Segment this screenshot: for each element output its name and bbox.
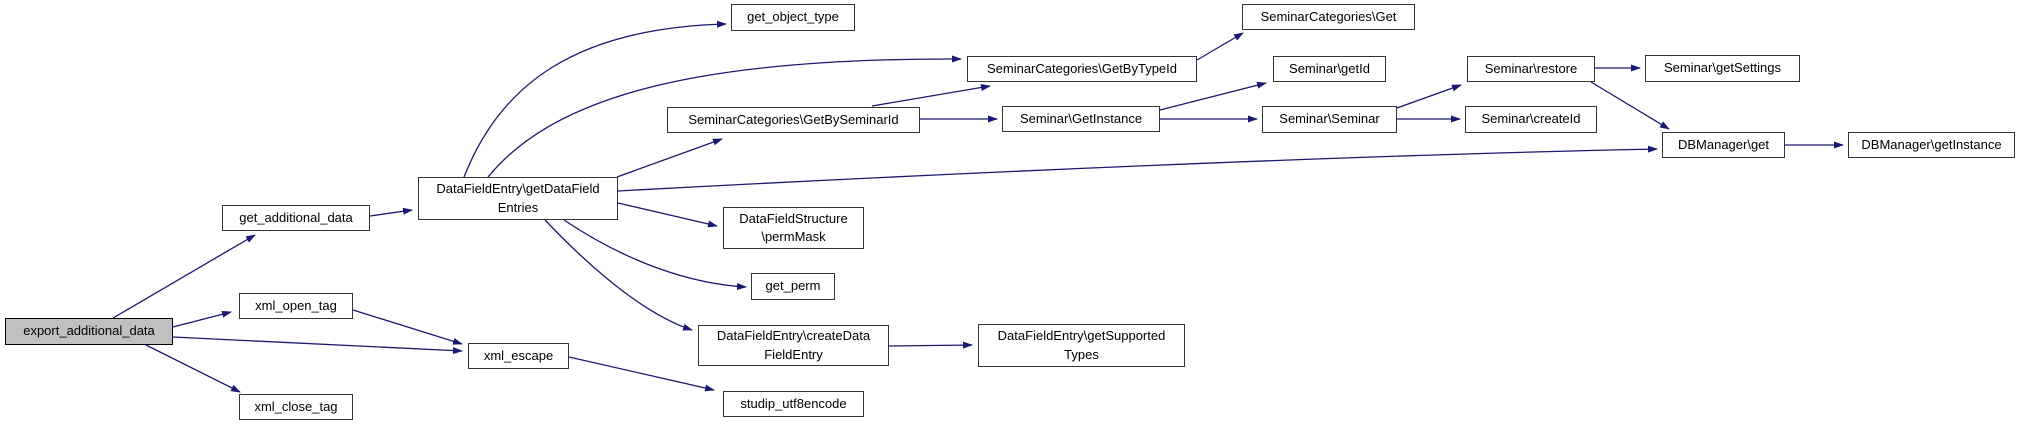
node-export-additional-data[interactable]: export_additional_data [5, 318, 173, 345]
node-dbmanager-getinstance[interactable]: DBManager\getInstance [1848, 132, 2015, 158]
node-label: get_object_type [747, 9, 839, 25]
node-xml-close-tag[interactable]: xml_close_tag [239, 394, 353, 420]
node-label: studip_utf8encode [740, 395, 847, 411]
node-label: Seminar\getId [1289, 60, 1370, 76]
node-label: Seminar\createId [1481, 111, 1581, 127]
node-datafieldstructure-permmask[interactable]: DataFieldStructure \permMask [723, 207, 864, 249]
edge-createDataFieldEntry-to-getSupportedTypes [888, 341, 973, 349]
edge-GetByTypeId-to-SeminarCategories_Get [1196, 32, 1244, 61]
node-label: SeminarCategories\GetBySeminarId [688, 111, 899, 127]
edge-getDataFieldEntries-to-createDataFieldEntry [544, 219, 693, 331]
node-datafieldentry-getsupportedtypes[interactable]: DataFieldEntry\getSupported Types [978, 324, 1185, 367]
edge-getDataFieldEntries-to-get_object_type [463, 20, 727, 178]
node-seminarcategories-getbytypeid[interactable]: SeminarCategories\GetByTypeId [967, 56, 1197, 82]
edge-export_additional_data-to-xml_escape [172, 336, 463, 355]
edge-getDataFieldEntries-to-permMask [617, 202, 718, 228]
node-label: DBManager\getInstance [1861, 136, 2002, 152]
node-get-object-type[interactable]: get_object_type [731, 4, 855, 31]
node-label: DataFieldStructure \permMask [739, 210, 848, 244]
node-get-perm[interactable]: get_perm [751, 273, 835, 300]
node-seminar-getsettings[interactable]: Seminar\getSettings [1645, 55, 1800, 82]
node-label: SeminarCategories\GetByTypeId [986, 60, 1178, 76]
node-seminar-getinstance[interactable]: Seminar\GetInstance [1002, 106, 1160, 132]
edge-getDataFieldEntries-to-GetBySeminarId [616, 138, 723, 178]
edge-xml_escape-to-studip_utf8encode [568, 356, 715, 392]
node-xml-escape[interactable]: xml_escape [468, 343, 569, 369]
edge-export_additional_data-to-xml_close_tag [145, 344, 241, 393]
node-label: DataFieldEntry\createData FieldEntry [716, 328, 871, 362]
node-label: DataFieldEntry\getDataField Entries [436, 181, 600, 215]
node-label: get_additional_data [239, 209, 353, 225]
node-label: Seminar\restore [1484, 60, 1578, 76]
node-datafieldentry-createdatafieldentry[interactable]: DataFieldEntry\createData FieldEntry [698, 325, 889, 366]
node-label: export_additional_data [23, 323, 155, 339]
node-seminarcategories-getbyseminarid[interactable]: SeminarCategories\GetBySeminarId [667, 107, 920, 133]
node-dbmanager-get[interactable]: DBManager\get [1662, 132, 1785, 158]
node-seminar-createid[interactable]: Seminar\createId [1465, 106, 1597, 133]
edge-getDataFieldEntries-to-get_perm [563, 219, 747, 290]
edge-getDataFieldEntries-to-DBManager_get [617, 145, 1658, 192]
node-label: Seminar\Seminar [1279, 111, 1380, 127]
node-label: Seminar\GetInstance [1019, 110, 1143, 126]
node-label: DBManager\get [1677, 136, 1770, 152]
node-label: xml_close_tag [254, 398, 338, 414]
node-label: DataFieldEntry\getSupported Types [997, 328, 1166, 362]
edge-get_additional_data-to-getDataFieldEntries [369, 207, 413, 217]
edge-Seminar_restore-to-DBManager_get [1590, 81, 1670, 130]
node-label: Seminar\getSettings [1663, 60, 1782, 76]
edge-GetBySeminarId-to-GetByTypeId [871, 84, 991, 107]
edge-getDataFieldEntries-to-GetByTypeId [487, 55, 962, 178]
node-get-additional-data[interactable]: get_additional_data [222, 205, 370, 231]
node-label: get_perm [765, 278, 821, 294]
node-label: xml_escape [483, 347, 554, 363]
edge-export_additional_data-to-get_additional_data [112, 234, 256, 319]
edge-xml_open_tag-to-xml_escape [352, 309, 463, 345]
node-label: SeminarCategories\Get [1260, 8, 1397, 24]
node-seminar-restore[interactable]: Seminar\restore [1467, 56, 1595, 82]
node-studip-utf8encode[interactable]: studip_utf8encode [723, 391, 864, 417]
node-seminarcategories-get[interactable]: SeminarCategories\Get [1242, 4, 1415, 30]
edge-Seminar_GetInstance-to-Seminar_getId [1159, 81, 1267, 111]
node-datafieldentry-getdatafieldentries[interactable]: DataFieldEntry\getDataField Entries [418, 177, 618, 220]
edge-Seminar_Seminar-to-Seminar_restore [1396, 84, 1462, 109]
node-xml-open-tag[interactable]: xml_open_tag [239, 293, 353, 319]
edge-export_additional_data-to-xml_open_tag [172, 310, 232, 328]
node-label: xml_open_tag [255, 297, 337, 313]
node-seminar-seminar[interactable]: Seminar\Seminar [1262, 106, 1397, 133]
node-seminar-getid[interactable]: Seminar\getId [1273, 56, 1386, 82]
